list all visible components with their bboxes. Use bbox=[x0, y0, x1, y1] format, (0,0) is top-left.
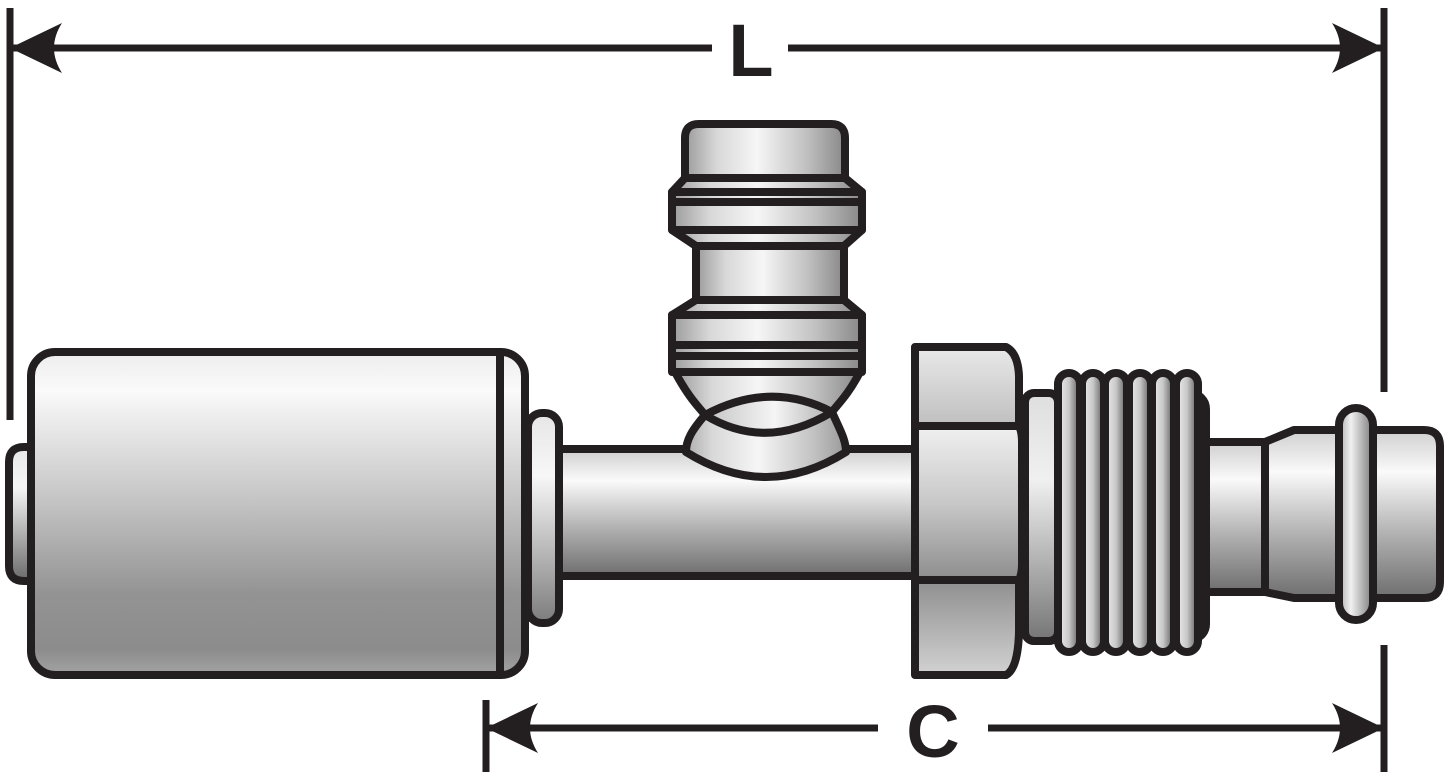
arrowhead-right-icon bbox=[1332, 703, 1384, 753]
hex-nut-top-facet bbox=[911, 343, 1023, 430]
shell-collar bbox=[524, 409, 563, 627]
tube-taper-and-pipe bbox=[1261, 426, 1349, 602]
thread-section bbox=[1054, 369, 1210, 656]
dimension-annotations: L C bbox=[6, 8, 1388, 773]
hex-nut-bottom-facet bbox=[911, 576, 1023, 679]
thread-crest bbox=[1078, 369, 1108, 656]
valve-stem bbox=[692, 242, 848, 304]
dimension-L: L bbox=[6, 8, 1388, 772]
thread-crest bbox=[1148, 369, 1178, 656]
fitting-body bbox=[5, 120, 1444, 679]
dimension-L-label: L bbox=[728, 9, 773, 92]
thread-crest bbox=[1125, 369, 1155, 656]
hex-nut-middle-facet bbox=[911, 422, 1026, 584]
dimension-C-label: C bbox=[906, 690, 959, 773]
thread-crest bbox=[1172, 369, 1202, 656]
nut-washer bbox=[1021, 389, 1062, 645]
thread-crest bbox=[1101, 369, 1131, 656]
crimp-shell bbox=[27, 348, 529, 679]
hex-nut bbox=[911, 343, 1026, 679]
service-port-lens bbox=[701, 392, 836, 437]
thread-crest bbox=[1054, 369, 1084, 656]
arrowhead-left-icon bbox=[10, 23, 62, 73]
arrowhead-left-icon bbox=[486, 703, 538, 753]
service-port-valve bbox=[668, 120, 866, 376]
step-tube bbox=[1201, 438, 1269, 596]
valve-upper-flange bbox=[668, 188, 866, 234]
dimension-C: C bbox=[482, 690, 1384, 773]
arrowhead-right-icon bbox=[1332, 23, 1384, 73]
tube-end-stub bbox=[1368, 426, 1444, 602]
tube-bead-ring bbox=[1335, 404, 1377, 624]
valve-cap bbox=[681, 120, 849, 182]
